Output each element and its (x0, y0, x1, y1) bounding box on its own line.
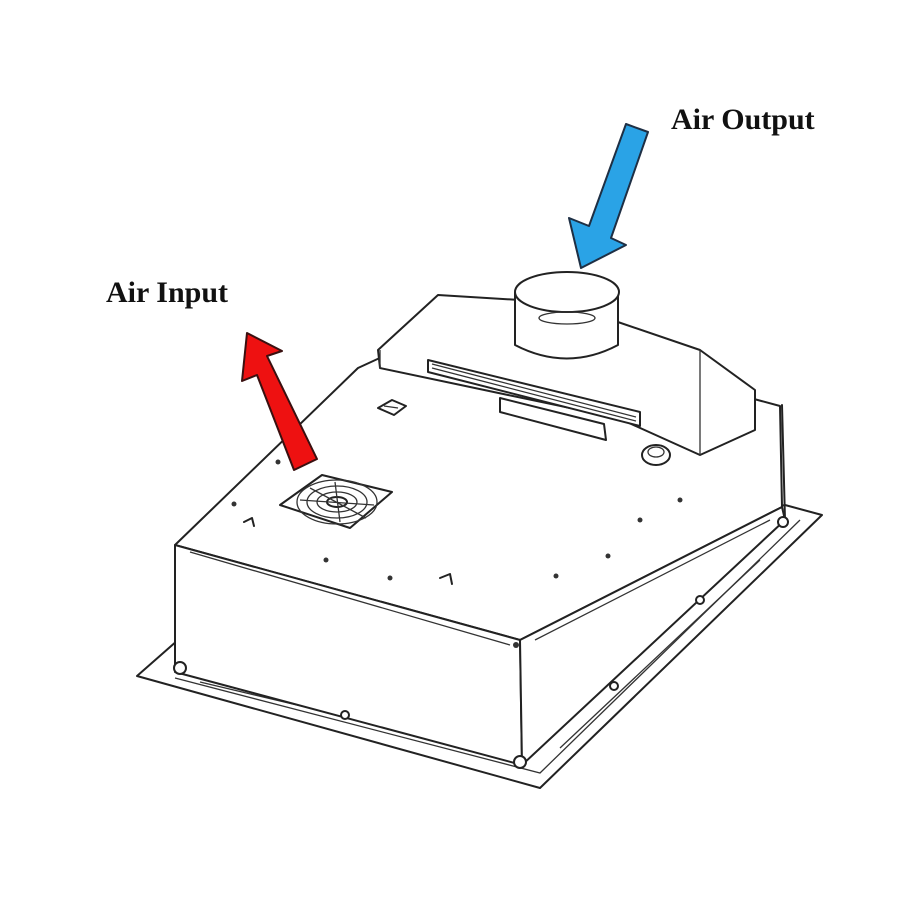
outlet-housing (377, 271, 756, 456)
air-input-label: Air Input (106, 276, 228, 309)
fasteners (231, 459, 683, 648)
air-output-label: Air Output (671, 103, 815, 136)
small-vent (377, 399, 407, 416)
air-input-arrow (241, 332, 318, 471)
fan-intake (279, 474, 393, 529)
round-knob (641, 444, 671, 466)
air-output-arrow (568, 123, 649, 269)
